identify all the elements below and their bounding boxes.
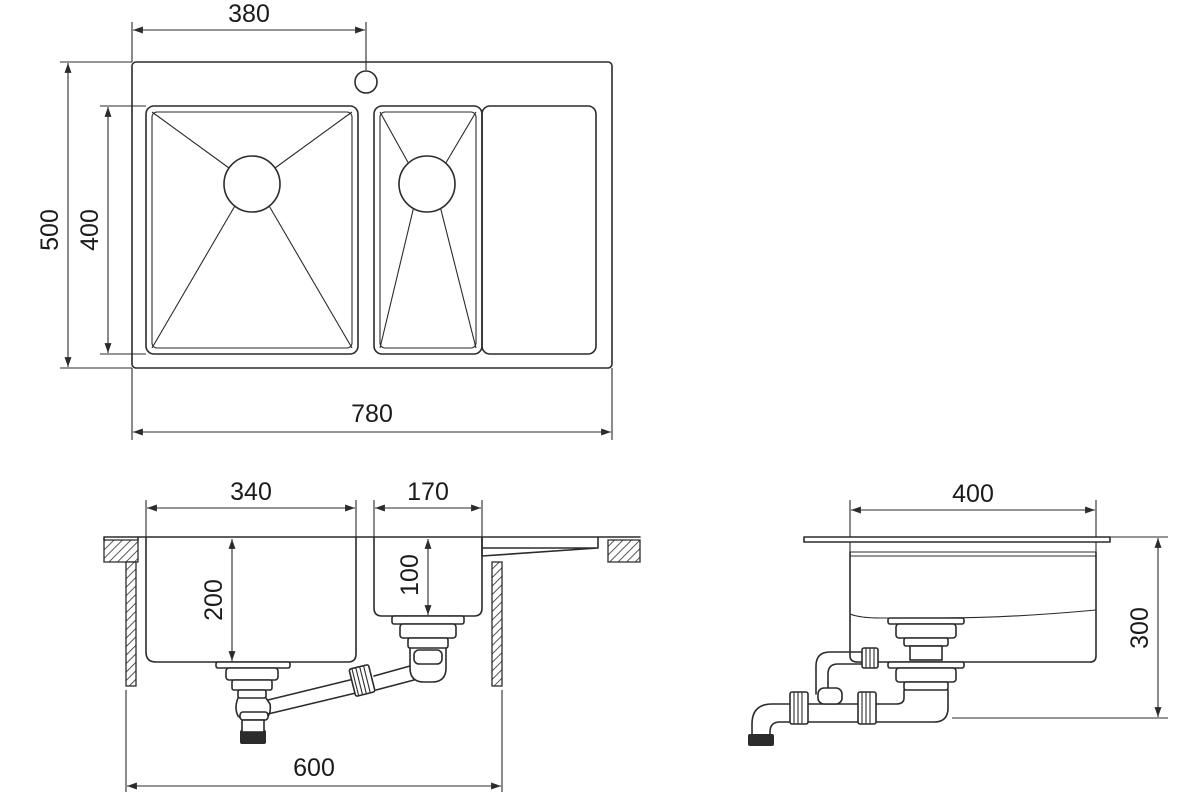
side-lower-strainer [887,661,965,691]
dim-100: 100 [396,539,432,615]
large-bowl-drain [223,155,281,213]
dim-780: 780 [131,368,613,440]
dim-400-side-label: 400 [952,480,994,508]
side-view: 400 300 [748,480,1168,746]
side-drain-pipes [748,647,949,746]
dim-380: 380 [131,0,367,70]
dim-200-label: 200 [200,579,228,621]
side-rim [803,536,1111,543]
outlet-pipe-end [240,730,266,744]
dim-170: 170 [373,478,483,537]
dim-600: 600 [125,690,503,792]
top-view: 380 500 400 780 [36,0,613,440]
countertop-right [607,539,641,563]
dim-100-label: 100 [396,554,424,596]
dim-300-label: 300 [1126,607,1154,649]
side-bowl-body [849,551,1097,663]
sink-rim-front [103,536,641,557]
dim-400-top: 400 [76,105,146,355]
cabinet-wall-left [125,561,137,687]
large-bowl-top [145,105,359,355]
dim-600-label: 600 [293,754,335,782]
small-bowl-drain [398,155,456,213]
large-bowl-front [145,536,357,663]
side-upper-strainer [887,617,965,661]
sink-outline [131,61,613,369]
front-view: 340 170 200 100 600 [103,478,641,792]
drainboard-top [481,105,597,355]
dim-780-label: 780 [351,400,393,428]
cabinet-wall-right [491,561,503,687]
small-bowl-strainer [391,615,465,683]
dim-500-label: 500 [36,209,64,251]
dim-400-side: 400 [849,480,1097,537]
countertop-left [103,539,139,563]
large-bowl-trap [235,697,272,744]
dim-400-top-label: 400 [76,209,104,251]
dim-300: 300 [952,536,1168,719]
dim-170-label: 170 [407,478,449,506]
large-bowl-strainer [215,661,291,699]
dim-340: 340 [145,478,357,537]
side-outlet-pipe-end [748,734,774,746]
dim-340-label: 340 [230,478,272,506]
dim-380-label: 380 [228,0,270,28]
tap-hole [354,70,378,94]
dim-200: 200 [200,539,236,661]
small-bowl-top [373,105,483,355]
connecting-pipe [267,664,415,715]
dim-500: 500 [36,61,132,369]
